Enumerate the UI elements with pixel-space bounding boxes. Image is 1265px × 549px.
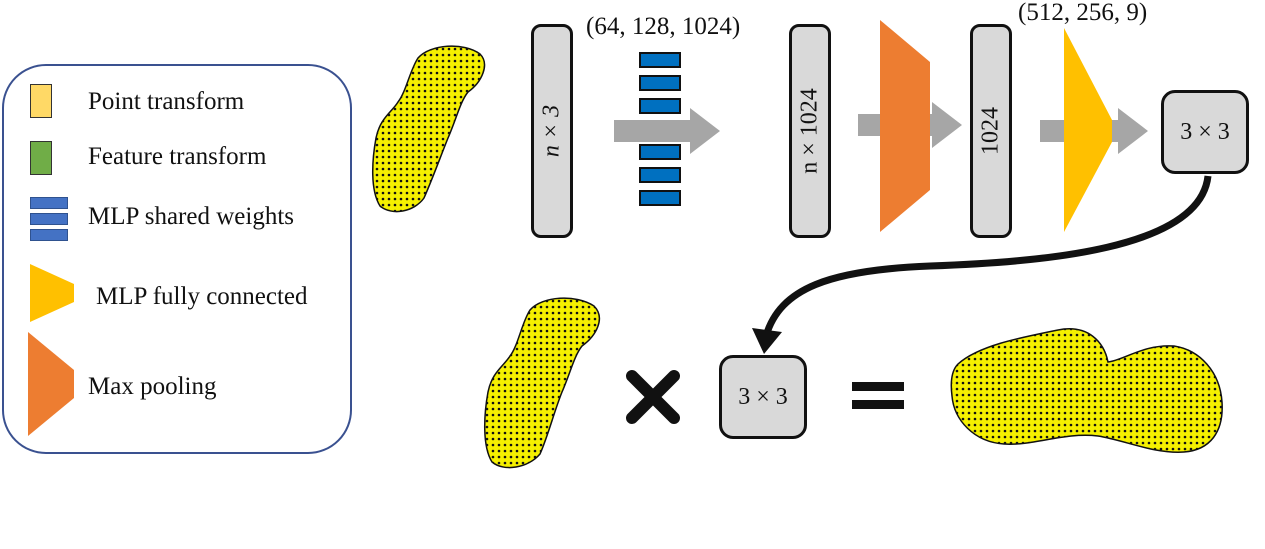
transform-matrix: 3 × 3 (719, 355, 807, 439)
max-pool-swatch (28, 332, 74, 436)
arrow-1 (614, 108, 720, 154)
pooled-box-label: 1024 (977, 107, 1004, 155)
shared-mlp-bar (639, 52, 681, 68)
legend-label-max-pool: Max pooling (88, 373, 217, 400)
equals-icon-top (852, 382, 904, 391)
transform-matrix-output: 3 × 3 (1161, 90, 1249, 174)
legend-label-point-transform: Point transform (88, 88, 245, 115)
input-box-label: n × 3 (538, 104, 565, 158)
input-point-cloud-copy (483, 297, 600, 469)
mlp-fc-swatch (30, 264, 74, 322)
mlp-shared-swatch (30, 197, 68, 241)
legend-label-mlp-fc: MLP fully connected (96, 283, 308, 310)
shared-mlp-bar (639, 75, 681, 91)
equals-icon-bottom (852, 400, 904, 409)
transformed-point-cloud (950, 328, 1223, 453)
fc-block (1064, 28, 1112, 232)
input-box: n × 3 (531, 24, 573, 238)
multiply-icon (626, 370, 680, 424)
transform-matrix-output-label: 3 × 3 (1180, 118, 1230, 145)
shared-mlp-dims: (64, 128, 1024) (586, 13, 741, 40)
point-transform-swatch (30, 84, 52, 118)
shared-mlp-bar (639, 190, 681, 206)
pooled-box: 1024 (970, 24, 1012, 238)
input-point-cloud (371, 45, 486, 213)
shared-mlp-bar (639, 144, 681, 160)
shared-mlp-bar (639, 98, 681, 114)
legend-label-mlp-shared: MLP shared weights (88, 203, 294, 230)
legend-label-feature-transform: Feature transform (88, 143, 267, 170)
transform-matrix-label: 3 × 3 (738, 383, 788, 410)
legend-panel (2, 64, 352, 454)
feature-transform-swatch (30, 141, 52, 175)
shared-mlp-bar (639, 167, 681, 183)
feature-box-label: n × 1024 (796, 88, 823, 174)
feature-box: n × 1024 (789, 24, 831, 238)
fc-dims: (512, 256, 9) (1018, 0, 1148, 26)
curved-arrow (752, 175, 1212, 354)
max-pool-block (880, 20, 930, 232)
